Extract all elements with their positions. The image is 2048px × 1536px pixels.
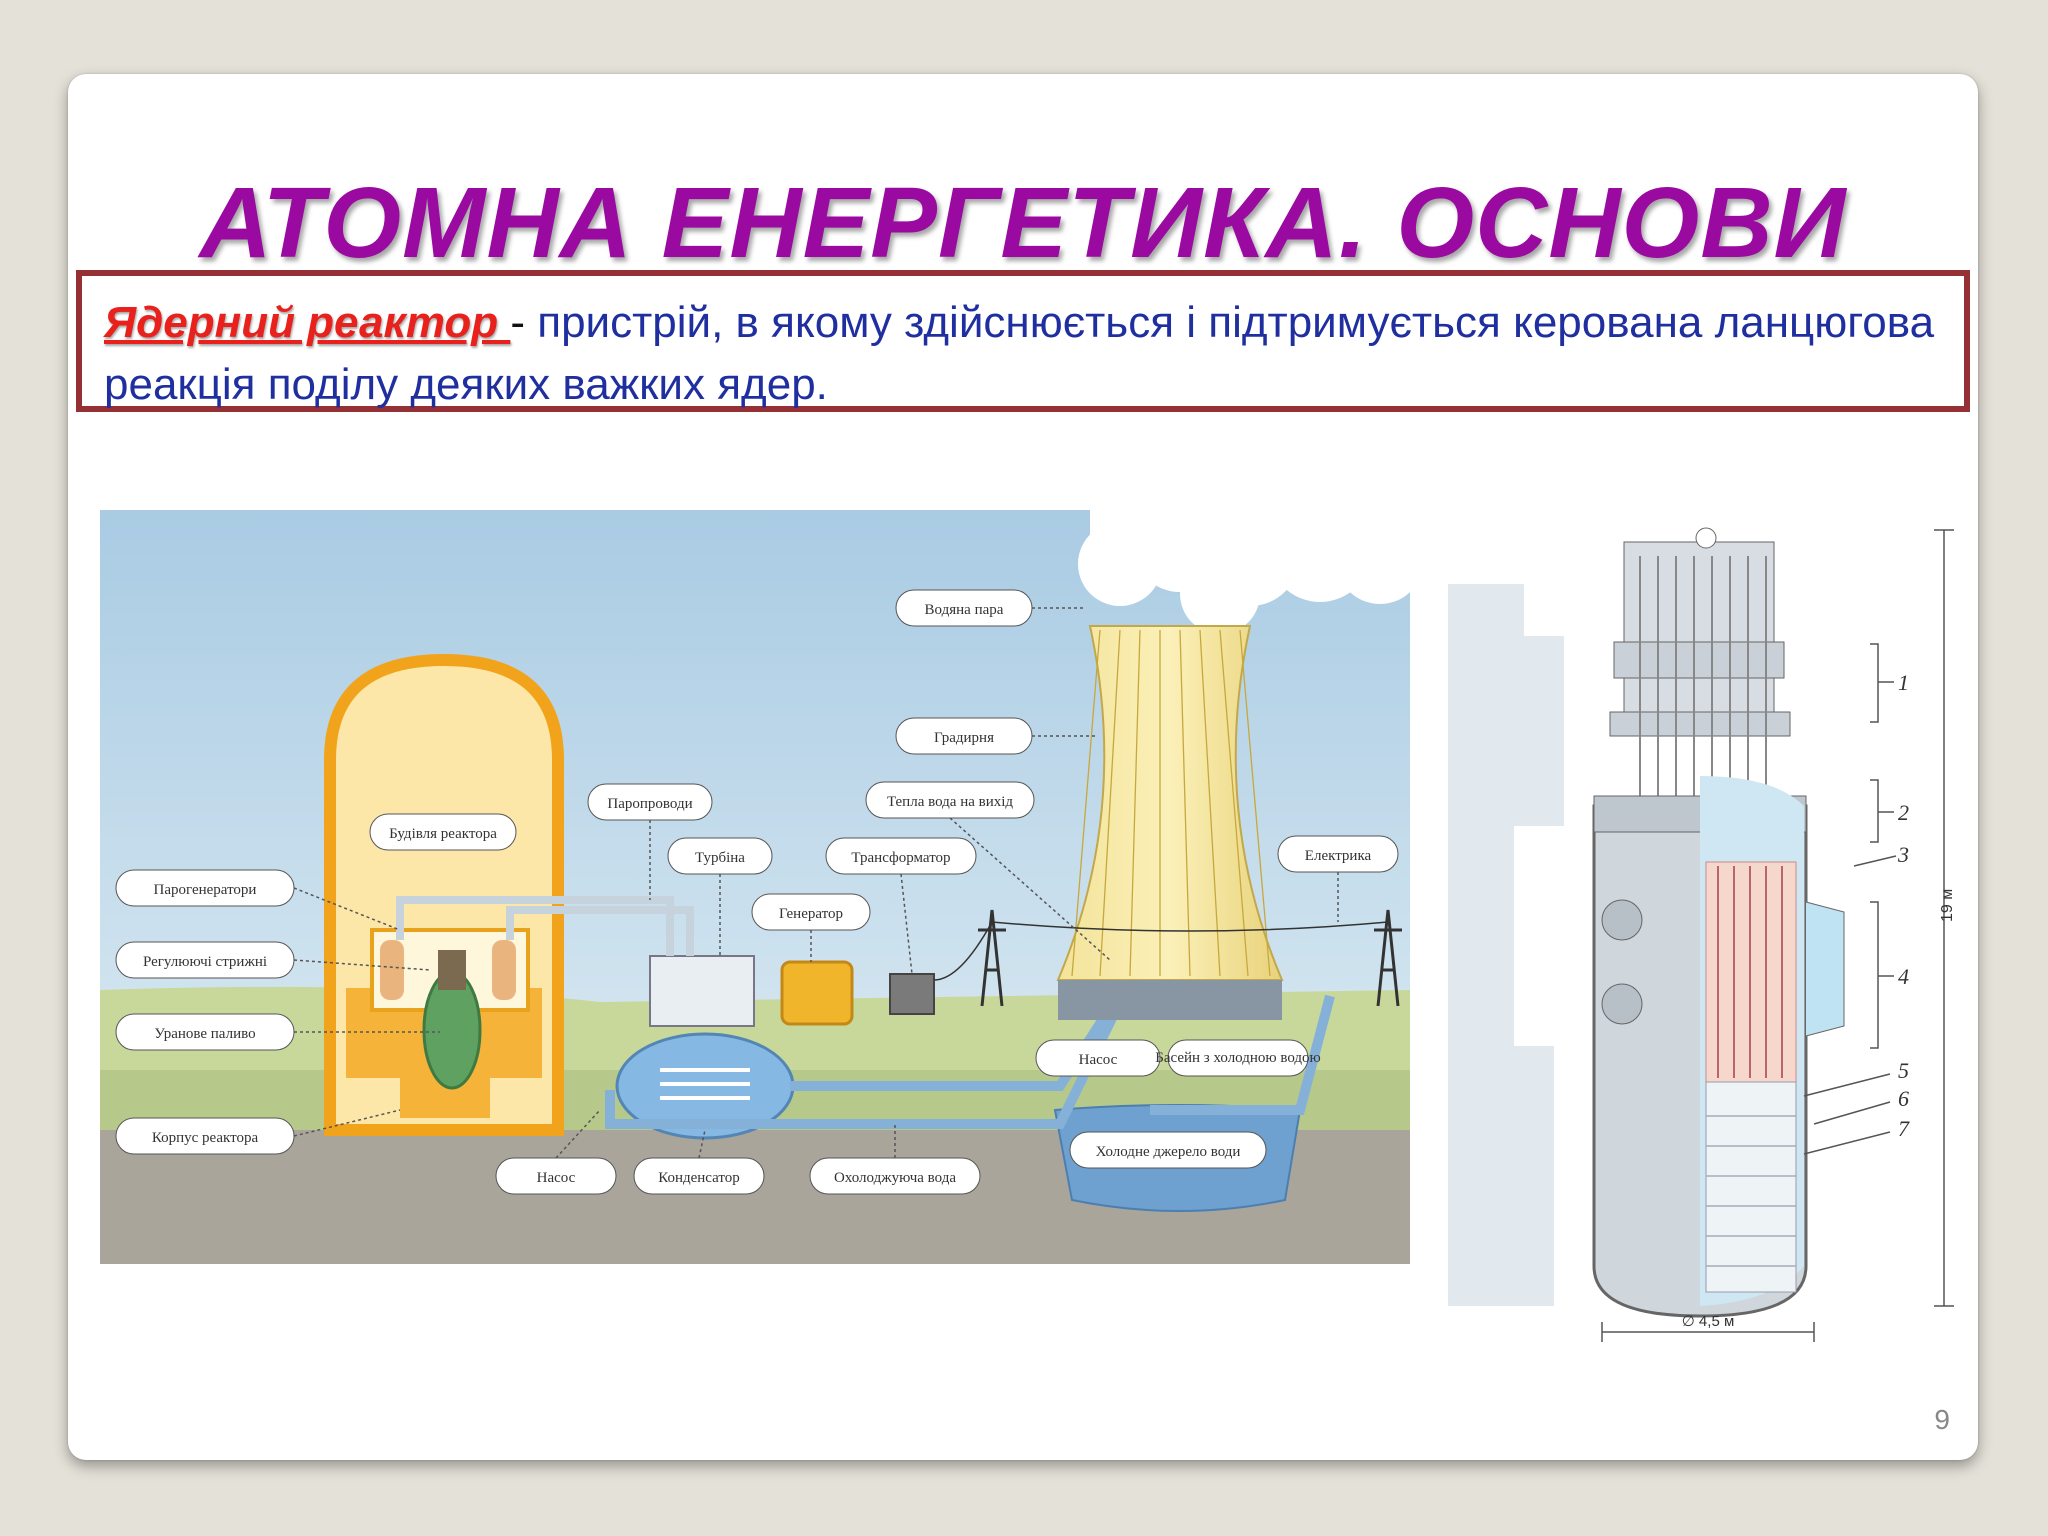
label-pump-bottom: Насос (495, 1157, 617, 1195)
svg-text:Холодне джерело води: Холодне джерело води (1096, 1144, 1241, 1160)
svg-text:Електрика: Електрика (1305, 848, 1372, 864)
svg-text:Корпус реактора: Корпус реактора (152, 1130, 259, 1146)
label-control-rods: Регулюючі стрижні (115, 941, 295, 979)
cooling-tower-base (1058, 980, 1282, 1020)
label-steam: Водяна пара (895, 589, 1033, 627)
power-line (933, 921, 1389, 981)
svg-text:Насос: Насос (1079, 1052, 1118, 1068)
svg-text:Насос: Насос (537, 1170, 576, 1186)
label-reactor-vessel: Корпус реактора (115, 1117, 295, 1155)
label-cooling-tower: Градирня (895, 717, 1033, 755)
callout-4: 4 (1898, 964, 1909, 989)
turbine-unit (615, 955, 795, 1140)
label-warm-water-out: Тепла вода на вихід (865, 781, 1035, 819)
label-steam-lines: Паропроводи (587, 783, 713, 821)
power-plant-diagram: Водяна пара Градирня Будівля реактора Па… (100, 510, 1410, 1264)
definition-text: пристрій, в якому здійснюється і підтрим… (104, 298, 1935, 409)
label-cooling-water: Охолоджуюча вода (809, 1157, 981, 1195)
svg-text:Генератор: Генератор (779, 906, 843, 922)
steam-pipes (396, 896, 694, 956)
callout-3: 3 (1897, 842, 1909, 867)
drive-rods (1639, 556, 1767, 806)
definition-term: Ядерний реактор (104, 298, 511, 347)
svg-text:Паропроводи: Паропроводи (607, 796, 692, 812)
label-cold-water-pool: Басейн з холодною водою (1155, 1039, 1321, 1077)
callout-5: 5 (1898, 1058, 1909, 1083)
svg-text:Басейн з холодною водою: Басейн з холодною водою (1155, 1050, 1321, 1066)
height-dimension (1934, 529, 1954, 1307)
svg-text:Градирня: Градирня (934, 730, 994, 746)
lower-internals (1705, 1081, 1797, 1293)
label-generator: Генератор (751, 893, 871, 931)
label-turbine: Турбіна (667, 837, 773, 875)
power-pylons (978, 909, 1402, 1007)
svg-text:Будівля реактора: Будівля реактора (389, 826, 497, 842)
svg-text:Тепла вода на вихід: Тепла вода на вихід (887, 794, 1013, 810)
callout-7: 7 (1898, 1116, 1910, 1141)
definition-box: Ядерний реактор - пристрій, в якому здій… (76, 270, 1970, 412)
svg-text:Водяна пара: Водяна пара (925, 602, 1004, 618)
upper-unit (1609, 527, 1791, 737)
side-nozzle (1805, 901, 1845, 1037)
lower-grid (1706, 1115, 1796, 1267)
label-uranium-fuel: Уранове паливо (115, 1013, 295, 1051)
callout-1: 1 (1898, 670, 1909, 695)
label-pump-right: Насос (1035, 1039, 1161, 1077)
label-transformer: Трансформатор (825, 837, 977, 875)
generator-unit (780, 960, 854, 1026)
slide-title: АТОМНА ЕНЕРГЕТИКА. ОСНОВИ (199, 167, 1847, 279)
label-cold-water-source: Холодне джерело води (1069, 1131, 1267, 1169)
inlet-nozzle (1601, 899, 1643, 941)
height-label: 19 м (1939, 889, 1956, 922)
svg-text:Регулюючі стрижні: Регулюючі стрижні (143, 954, 267, 970)
diameter-label: ∅ 4,5 м (1682, 1313, 1735, 1330)
callout-2: 2 (1898, 800, 1909, 825)
svg-text:Охолоджуюча вода: Охолоджуюча вода (834, 1170, 956, 1186)
concrete-shaft (1448, 584, 1564, 1306)
reactor-cross-section: 19 м ∅ 4,5 м 1 2 3 4 5 6 7 (1448, 527, 1956, 1342)
page-number: 9 (1934, 1404, 1950, 1435)
label-steam-generators: Парогенератори (115, 869, 295, 907)
fuel-channels (1717, 866, 1783, 1078)
label-reactor-building: Будівля реактора (369, 813, 517, 851)
label-condenser: Конденсатор (633, 1157, 765, 1195)
callout-6: 6 (1898, 1086, 1909, 1111)
label-leaders (293, 607, 1339, 1159)
svg-text:Уранове паливо: Уранове паливо (154, 1026, 255, 1042)
svg-text:Парогенератори: Парогенератори (154, 882, 257, 898)
callout-numbers: 1 2 3 4 5 6 7 (1897, 670, 1910, 1141)
transformer-unit (889, 973, 935, 1015)
diameter-dimension (1601, 1322, 1815, 1342)
svg-text:Турбіна: Турбіна (695, 850, 745, 866)
reactor-building (324, 653, 564, 1136)
callout-brackets (1803, 643, 1897, 1155)
definition-dash: - (510, 298, 538, 347)
label-electricity: Електрика (1277, 835, 1399, 873)
cooling-tower-ribs (1071, 629, 1271, 977)
svg-text:Конденсатор: Конденсатор (658, 1170, 740, 1186)
steam-cloud (1078, 510, 1410, 634)
svg-text:Трансформатор: Трансформатор (851, 850, 950, 866)
outlet-nozzle (1601, 983, 1643, 1025)
